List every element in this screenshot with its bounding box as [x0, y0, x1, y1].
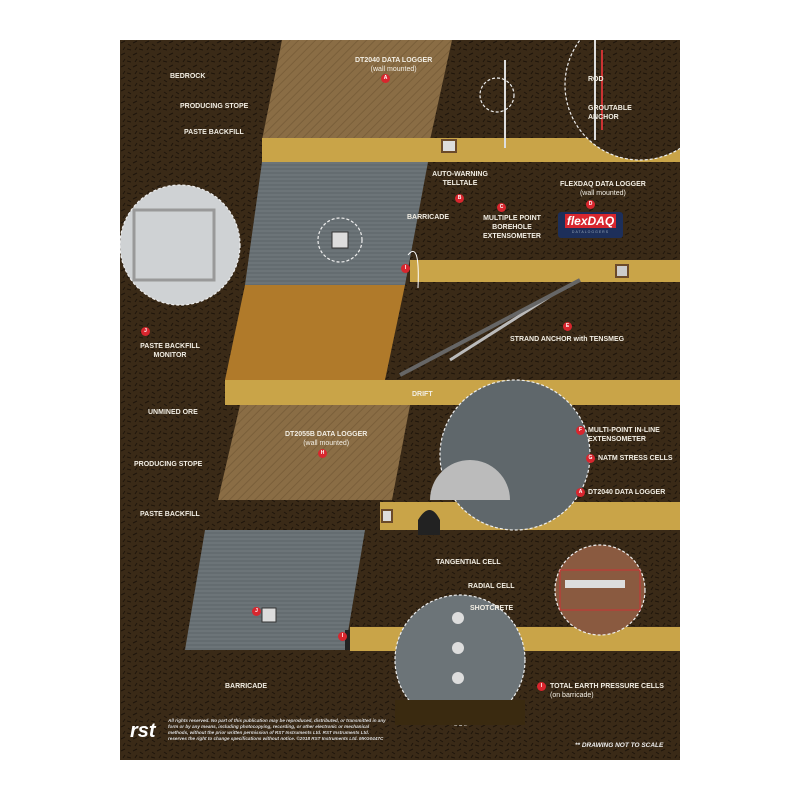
badge-e: E — [563, 322, 572, 331]
label-producing-stope-bottom: PRODUCING STOPE — [134, 461, 203, 468]
diagram-graphics — [120, 40, 680, 760]
label-paste-backfill-bottom: PASTE BACKFILL — [140, 511, 200, 518]
paste-monitor-detail-circle — [120, 184, 241, 306]
rst-logo: rst — [130, 720, 156, 742]
label-paste-monitor: PASTE BACKFILL MONITOR — [140, 343, 200, 359]
label-inline-ext: MULTI-POINT IN-LINE EXTENSOMETER — [588, 427, 660, 443]
dt2040-logger-upper — [441, 139, 457, 153]
badge-i-lower: I — [338, 632, 347, 641]
badge-a: A — [381, 74, 390, 83]
label-mpbx: MULTIPLE POINT BOREHOLE EXTENSOMETER — [483, 215, 541, 240]
badge-b: B — [455, 194, 464, 203]
label-producing-stope-top: PRODUCING STOPE — [180, 103, 249, 110]
label-auto-warning: AUTO-WARNING TELLTALE — [432, 171, 488, 187]
pressure-cells — [452, 612, 464, 684]
badge-a-lower: A — [576, 488, 585, 497]
producing-stope-lower — [218, 405, 410, 500]
paste-monitor-callout-circle — [317, 217, 363, 263]
label-drift: DRIFT — [412, 391, 433, 398]
barricade-lower — [345, 630, 350, 650]
tangential-cell — [565, 580, 625, 588]
badge-c: C — [497, 203, 506, 212]
paste-monitor-upper — [331, 231, 349, 249]
extensometer-detail-circle — [564, 40, 680, 161]
paste-backfill-upper — [245, 162, 428, 285]
drift-main — [225, 380, 680, 405]
label-strand-anchor: STRAND ANCHOR with TENSMEG — [510, 336, 625, 343]
badge-i-tepc: I — [537, 682, 546, 691]
producing-stope-upper — [262, 40, 452, 140]
shotcrete-detail-circle — [554, 544, 646, 636]
badge-g: G — [586, 454, 595, 463]
label-bedrock: BEDROCK — [170, 73, 206, 80]
legal-text: All rights reserved. No part of this pub… — [168, 718, 386, 741]
label-natm: NATM STRESS CELLS — [598, 455, 673, 462]
paste-backfill-lower — [185, 530, 365, 650]
barricade-mid — [418, 510, 440, 535]
unmined-ore — [225, 285, 405, 380]
barricade-upper — [407, 250, 419, 289]
scale-note: ** DRAWING NOT TO SCALE — [575, 742, 664, 749]
natm-detail-circle — [439, 379, 591, 531]
label-tepc: TOTAL EARTH PRESSURE CELLS(on barricade) — [550, 683, 664, 699]
tunnel-arch — [430, 460, 510, 500]
label-flexdaq: FLEXDAQ DATA LOGGER(wall mounted) — [560, 181, 646, 197]
label-paste-backfill-top: PASTE BACKFILL — [184, 129, 244, 136]
label-unmined-ore: UNMINED ORE — [148, 409, 198, 416]
badge-f: F — [576, 426, 585, 435]
extensometer-callout-circle — [479, 77, 515, 113]
label-dt2040-bottom: DT2040 DATA LOGGER — [588, 489, 666, 496]
label-rod: ROD — [588, 76, 604, 83]
badge-h: H — [318, 449, 327, 458]
flexdaq-logger — [615, 264, 629, 278]
dt2055b-logger — [381, 509, 393, 523]
shotcrete-grid — [559, 569, 641, 611]
label-dt2055b: DT2055B DATA LOGGER(wall mounted) — [285, 431, 368, 447]
label-dt2040-top: DT2040 DATA LOGGER(wall mounted) — [355, 57, 433, 73]
label-groutable-anchor: GROUTABLE ANCHOR — [588, 105, 632, 121]
mine-diagram — [120, 40, 680, 760]
badge-j-lower: J — [252, 607, 261, 616]
strand-anchor-lower — [399, 278, 581, 377]
label-barricade-bottom: BARRICADE — [225, 683, 267, 690]
label-shotcrete: SHOTCRETE — [470, 605, 514, 612]
badge-j-upper: J — [141, 327, 150, 336]
badge-d: D — [586, 200, 595, 209]
barricade-floor — [395, 700, 525, 725]
label-tangential: TANGENTIAL CELL — [436, 559, 501, 566]
label-barricade-top: BARRICADE — [407, 214, 449, 221]
label-radial: RADIAL CELL — [468, 583, 515, 590]
paste-monitor-cage — [132, 208, 216, 282]
drift-middle — [410, 260, 680, 282]
paste-monitor-lower — [261, 607, 277, 623]
badge-i-upper: I — [401, 264, 410, 273]
